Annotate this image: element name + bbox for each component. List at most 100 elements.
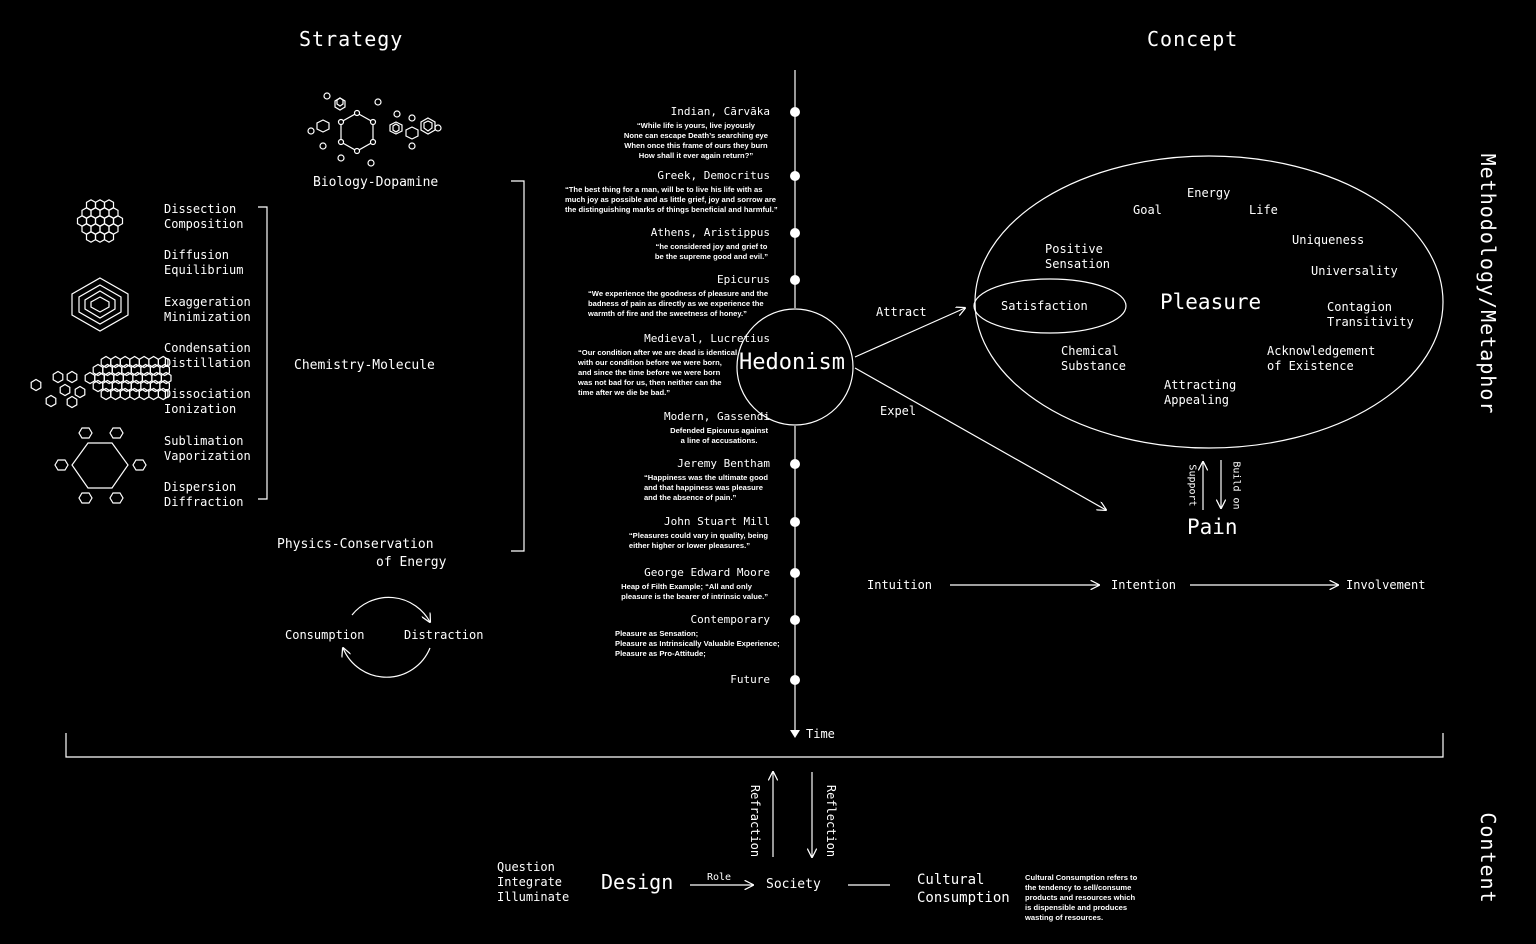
event-title-5: Medieval, Lucretius bbox=[644, 332, 770, 345]
consumption-label: Consumption bbox=[285, 628, 365, 642]
event-quote-7: “Happiness was the ultimate good and tha… bbox=[643, 473, 768, 503]
illuminate-verb: Illuminate bbox=[497, 890, 570, 904]
expel-label: Expel bbox=[880, 404, 917, 418]
life-term: Life bbox=[1249, 203, 1278, 217]
process-13: Dispersion bbox=[164, 479, 237, 494]
attracting-term: Attracting bbox=[1164, 378, 1237, 392]
build-on-label: Build on bbox=[1230, 461, 1242, 510]
timeline-dots bbox=[790, 107, 800, 685]
hex-cell bbox=[157, 355, 169, 369]
event-quote-9: Heap of Filth Example; “All and only ple… bbox=[621, 582, 768, 602]
process-3: Diffusion bbox=[164, 248, 230, 263]
process-bracket bbox=[258, 206, 268, 500]
event-quote-3: “he considered joy and grief to be the s… bbox=[654, 242, 768, 262]
sublimation-icon bbox=[54, 427, 147, 504]
universality-term: Universality bbox=[1311, 264, 1398, 278]
event-title-10: Contemporary bbox=[690, 613, 770, 626]
hex-cell bbox=[74, 385, 86, 399]
timeline-dot bbox=[790, 275, 800, 285]
intuition-label: Intuition bbox=[867, 578, 933, 592]
physics-label-2: of Energy bbox=[376, 555, 447, 570]
hex-cell bbox=[160, 371, 172, 385]
satisfaction-label: Satisfaction bbox=[1001, 299, 1088, 313]
integrate-verb: Integrate bbox=[497, 875, 563, 889]
honeycomb-icon bbox=[76, 199, 124, 243]
event-title-8: John Stuart Mill bbox=[664, 515, 770, 528]
involvement-label: Involvement bbox=[1346, 578, 1426, 592]
distraction-label: Distraction bbox=[404, 628, 484, 642]
society-label: Society bbox=[766, 877, 821, 892]
intention-label: Intention bbox=[1111, 578, 1177, 592]
content-header: Content bbox=[1476, 812, 1500, 904]
goal-term: Goal bbox=[1133, 203, 1162, 217]
event-quote-5: “Our condition after we are dead is iden… bbox=[578, 348, 738, 398]
event-quote-6: Defended Epicurus against a line of accu… bbox=[670, 426, 768, 446]
question-verb: Question bbox=[497, 860, 555, 874]
attract-label: Attract bbox=[876, 305, 927, 319]
timeline-dot bbox=[790, 517, 800, 527]
event-quote-8: “Pleasures could vary in quality, being … bbox=[628, 531, 768, 551]
existence-term: of Existence bbox=[1267, 359, 1354, 373]
hex-cell bbox=[157, 387, 169, 401]
timeline-dot bbox=[790, 568, 800, 578]
methodology-header: Methodology/Metaphor bbox=[1476, 153, 1500, 415]
hex-cell bbox=[159, 363, 170, 377]
appealing-term: Appealing bbox=[1164, 393, 1230, 407]
timeline-dot bbox=[790, 459, 800, 469]
sensation-term: Sensation bbox=[1045, 257, 1111, 271]
strategy-header: Strategy bbox=[299, 27, 404, 51]
dopamine-icon bbox=[307, 92, 442, 167]
condensation-icon bbox=[30, 355, 172, 409]
hex-cell bbox=[94, 231, 106, 243]
event-quote-10: Pleasure as Sensation; Pleasure as Intri… bbox=[615, 629, 780, 659]
concentric-hexagon-icon bbox=[71, 277, 129, 332]
role-label: Role bbox=[707, 872, 732, 883]
chemistry-label: Chemistry-Molecule bbox=[294, 358, 435, 373]
event-title-7: Jeremy Bentham bbox=[677, 457, 770, 470]
reflection-label: Reflection bbox=[824, 784, 838, 858]
time-label: Time bbox=[806, 727, 835, 741]
cycle-arrow-top bbox=[351, 596, 430, 622]
science-bracket bbox=[511, 180, 525, 552]
timeline-dot bbox=[790, 107, 800, 117]
support-label: Support bbox=[1186, 464, 1198, 507]
concept-header: Concept bbox=[1147, 27, 1239, 51]
process-2: Composition bbox=[164, 217, 244, 231]
transitivity-term: Transitivity bbox=[1327, 315, 1414, 329]
contagion-term: Contagion bbox=[1327, 300, 1393, 314]
process-4: Equilibrium bbox=[164, 263, 244, 278]
pain-label: Pain bbox=[1187, 515, 1238, 539]
event-title-9: George Edward Moore bbox=[644, 566, 770, 579]
acknowledgement-term: Acknowledgement bbox=[1267, 344, 1376, 358]
event-title-1: Indian, Cārvāka bbox=[670, 105, 770, 118]
hedonism-circle bbox=[736, 308, 854, 426]
event-quote-4: “We experience the goodness of pleasure … bbox=[588, 289, 769, 319]
refraction-label: Refraction bbox=[748, 784, 762, 858]
substance-term: Substance bbox=[1061, 359, 1127, 373]
process-12: Vaporization bbox=[164, 448, 251, 463]
cultural-label-2: Consumption bbox=[917, 890, 1010, 906]
satisfaction-ellipse bbox=[973, 278, 1127, 334]
hex-cell bbox=[85, 231, 97, 243]
cultural-label-1: Cultural bbox=[917, 872, 985, 888]
event-title-6: Modern, Gassendi bbox=[664, 410, 770, 423]
hex-cell bbox=[52, 370, 64, 384]
process-14: Diffraction bbox=[164, 494, 244, 509]
event-title-3: Athens, Aristippus bbox=[650, 226, 770, 239]
timeline-dot bbox=[790, 171, 800, 181]
energy-term: Energy bbox=[1187, 186, 1231, 200]
process-9: Dissociation bbox=[164, 387, 251, 402]
process-1: Dissection bbox=[164, 202, 237, 216]
timeline-dot bbox=[790, 228, 800, 238]
process-8: Distillation bbox=[164, 355, 251, 370]
event-title-4: Epicurus bbox=[717, 273, 770, 286]
process-6: Minimization bbox=[164, 309, 251, 324]
section-bracket bbox=[65, 733, 1444, 758]
timeline-dot bbox=[790, 615, 800, 625]
event-title-2: Greek, Democritus bbox=[657, 169, 770, 182]
hex-cell bbox=[45, 394, 57, 408]
hex-cell bbox=[103, 231, 115, 243]
process-10: Ionization bbox=[164, 402, 237, 417]
hex-cell bbox=[159, 379, 170, 393]
